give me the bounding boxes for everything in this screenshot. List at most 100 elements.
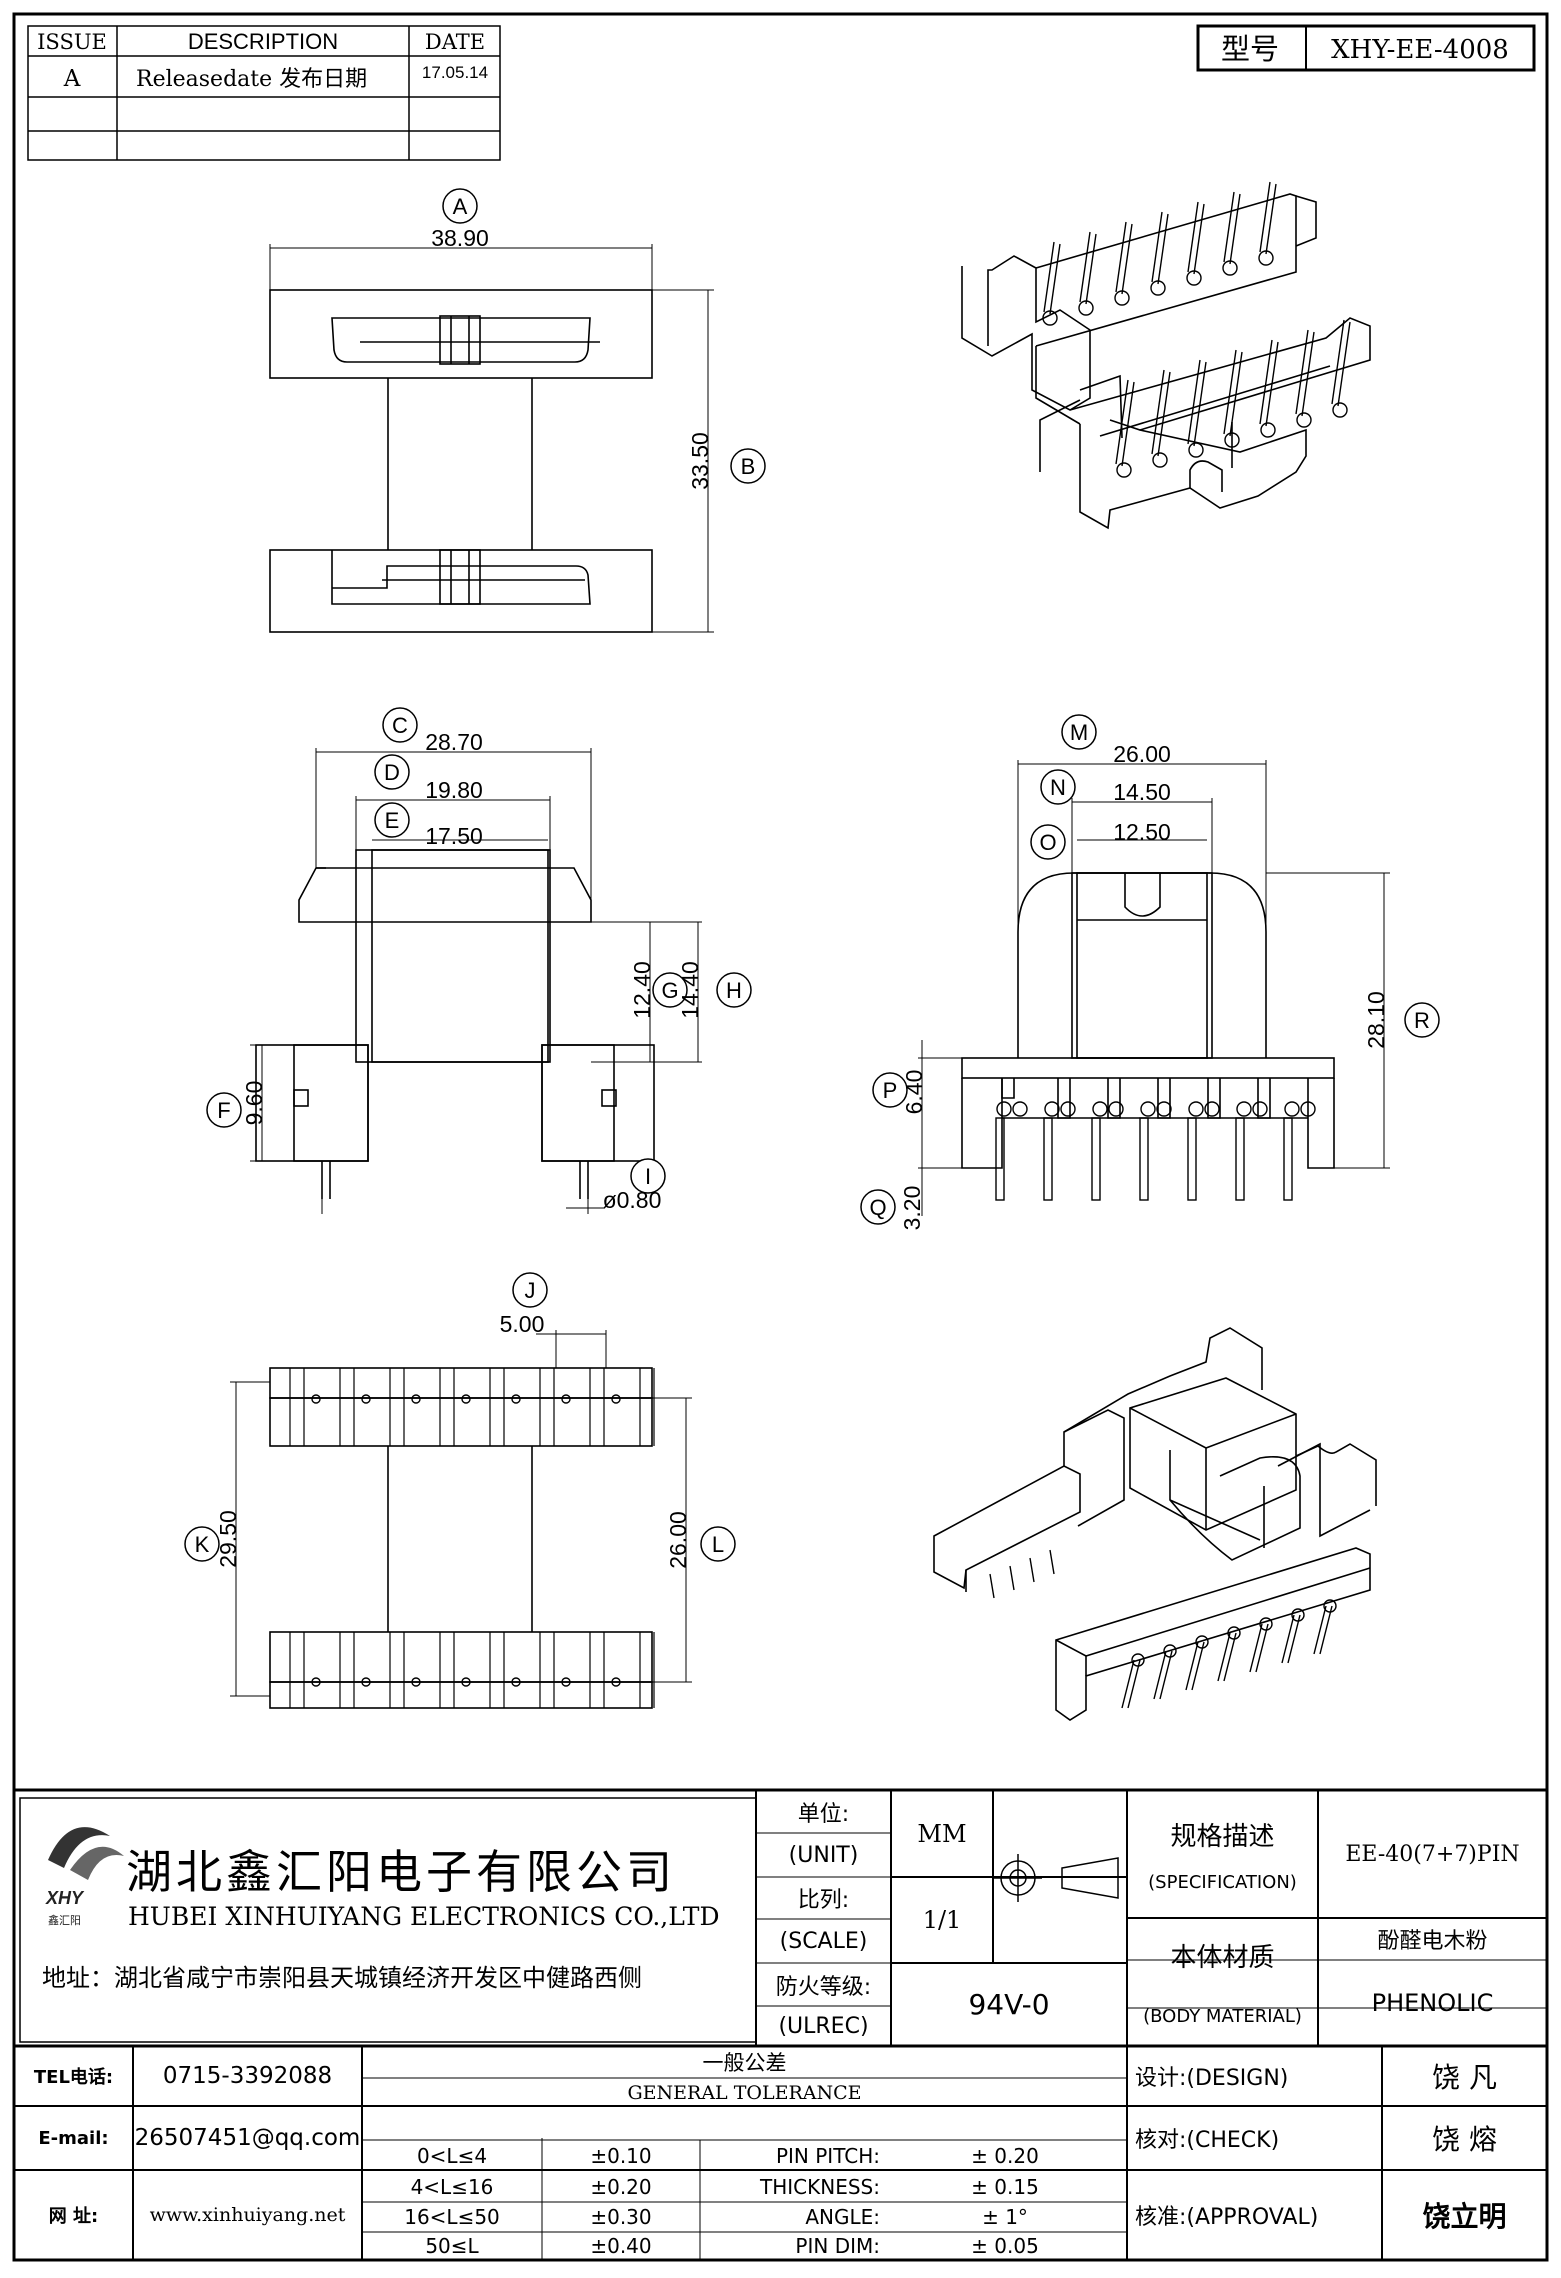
dimension-d: D19.80 xyxy=(374,754,483,803)
dimension-tag-c xyxy=(382,707,418,743)
dimension-tag-f xyxy=(206,1092,242,1128)
dimension-tag-o xyxy=(1030,824,1066,860)
pin xyxy=(1115,221,1127,293)
design-label: 设计:(DESIGN) xyxy=(1135,2066,1289,2091)
dimension-o: O 12.50 xyxy=(1030,819,1171,860)
dimension-tag-letter-l: L xyxy=(712,1532,724,1557)
pin-dot xyxy=(511,1677,521,1687)
pin-head xyxy=(1152,452,1168,468)
tolerance-other-value: ± 1° xyxy=(982,2205,1028,2229)
dimension-tag-b xyxy=(730,448,766,484)
revision-table xyxy=(27,25,501,161)
pin xyxy=(1121,381,1135,467)
dimension-g: G12.40 xyxy=(629,961,688,1019)
pin xyxy=(1331,319,1345,405)
scale-label-cn: 比列: xyxy=(797,1888,850,1913)
dimension-tag-g xyxy=(652,972,688,1008)
pin-dot xyxy=(311,1677,321,1687)
company-name-en: HUBEI XINHUIYANG ELECTRONICS CO.,LTD xyxy=(128,1902,720,1931)
pin xyxy=(1193,203,1205,275)
pin-dot xyxy=(361,1394,371,1404)
pin-hole xyxy=(1300,1101,1316,1117)
pin-hole xyxy=(1236,1101,1252,1117)
top-view xyxy=(269,244,714,633)
pin xyxy=(1185,1641,1199,1691)
isometric-view-top xyxy=(961,193,1371,530)
approval-label: 核准:(APPROVAL) xyxy=(1135,2205,1319,2230)
unit-label-en: (UNIT) xyxy=(788,1842,859,1868)
dimension-tag-r xyxy=(1404,1002,1440,1038)
tolerance-other-label: PIN DIM: xyxy=(795,2234,880,2258)
pin-dot xyxy=(561,1677,571,1687)
pin xyxy=(1229,351,1243,437)
pin xyxy=(1223,191,1235,263)
pin xyxy=(1295,329,1309,415)
dimension-tag-letter-d: D xyxy=(384,760,400,785)
pin-head xyxy=(1188,442,1204,458)
model-box xyxy=(1196,24,1536,72)
pin-head xyxy=(1296,412,1312,428)
tel-value: 0715-3392088 xyxy=(162,2063,333,2089)
pin-head xyxy=(1042,310,1058,326)
pin-hole xyxy=(1204,1101,1220,1117)
tolerance-other-label: THICKNESS: xyxy=(760,2174,880,2199)
pin-head xyxy=(1227,1626,1241,1640)
dimension-value-h: 14.40 xyxy=(677,961,703,1019)
dimension-tag-k xyxy=(184,1526,220,1562)
dimension-value-n: 14.50 xyxy=(1113,779,1171,805)
pin-head xyxy=(1195,1635,1209,1649)
dimension-tag-letter-m: M xyxy=(1070,720,1088,745)
dimension-m: M26.00 xyxy=(1061,714,1171,767)
dimension-tag-p xyxy=(872,1072,908,1108)
pin xyxy=(1313,1605,1327,1655)
pin xyxy=(989,1573,995,1599)
design-name: 饶 凡 xyxy=(1432,2061,1497,2094)
email-value: 26507451@qq.com xyxy=(134,2125,361,2151)
scale-label-en: (SCALE) xyxy=(779,1928,868,1954)
pin xyxy=(1157,213,1169,285)
pin xyxy=(1043,241,1055,313)
dimension-j: J5.00 xyxy=(500,1272,548,1337)
pin-head xyxy=(1078,300,1094,316)
pin-hole xyxy=(1140,1101,1156,1117)
pin xyxy=(1085,233,1097,305)
dimension-value-i: ø0.80 xyxy=(603,1187,662,1213)
dimension-value-b: 33.50 xyxy=(687,432,713,490)
pin xyxy=(1283,1117,1293,1201)
dimension-value-o: 12.50 xyxy=(1113,819,1171,845)
pin xyxy=(995,1117,1005,1201)
tolerance-value: ±0.20 xyxy=(590,2174,652,2199)
pin-hole xyxy=(1092,1101,1108,1117)
dimension-tag-letter-o: O xyxy=(1039,830,1056,855)
spec-value: EE-40(7+7)PIN xyxy=(1345,1841,1520,1867)
bottom-view xyxy=(230,1330,692,1709)
model-value: XHY-EE-4008 xyxy=(1331,35,1509,65)
pin-head xyxy=(1114,290,1130,306)
pin xyxy=(1191,1641,1205,1691)
projection-symbol-icon xyxy=(994,1854,1119,1902)
pin xyxy=(1121,1659,1135,1709)
pin-dot xyxy=(511,1394,521,1404)
title-block-grid xyxy=(14,1788,1547,2260)
dimension-c: C28.70 xyxy=(382,707,483,755)
pin-dot xyxy=(311,1394,321,1404)
pin xyxy=(1091,1117,1101,1201)
ul-value: 94V-0 xyxy=(968,1988,1050,2021)
pin-hole xyxy=(1188,1101,1204,1117)
dimension-value-e: 17.50 xyxy=(425,823,483,849)
dimension-tag-j xyxy=(512,1272,548,1308)
side-view xyxy=(250,748,702,1214)
end-view xyxy=(918,760,1390,1216)
tolerance-other-label: PIN PITCH: xyxy=(775,2143,880,2168)
pin xyxy=(1337,321,1351,407)
dimension-tag-a xyxy=(442,188,478,224)
pin-head xyxy=(1222,260,1238,276)
bottom-view-pins xyxy=(289,1368,655,1708)
rev-header-issue: ISSUE xyxy=(37,30,107,54)
pin xyxy=(1193,361,1207,447)
dimension-tag-letter-k: K xyxy=(195,1532,210,1557)
